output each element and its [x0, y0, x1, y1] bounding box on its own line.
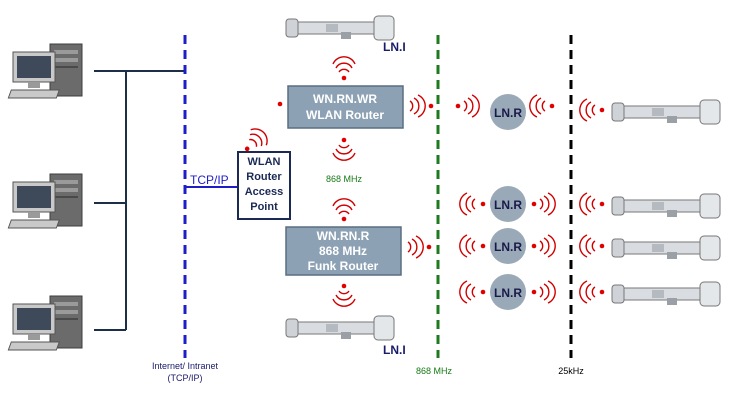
signal-dot [549, 103, 555, 109]
lnr-4-left-signal-icon [459, 280, 476, 304]
lni-top-signal-icon [332, 56, 356, 73]
ap-signal-icon [244, 123, 273, 152]
lnr-4-label: LN.R [494, 286, 522, 300]
lnr-3-right-signal-icon [539, 234, 556, 258]
lnr-2-label: LN.R [494, 198, 522, 212]
computer-2-icon [7, 173, 83, 229]
access-point-line-1: WLAN [248, 156, 281, 168]
signal-dot [426, 244, 432, 250]
funk-router-signal-icon [407, 235, 424, 259]
wlan-router-id: WN.RN.WR [313, 92, 377, 106]
lnr-4-node [490, 274, 526, 310]
lnr-2-node [490, 186, 526, 222]
lni-top-lock-icon [285, 15, 395, 41]
signal-dot [341, 75, 347, 81]
lock-3-signal-icon [579, 234, 596, 258]
funk-router-box [285, 226, 402, 276]
signal-dot [480, 289, 486, 295]
lock-4-icon [611, 281, 721, 307]
router-up-signal-icon [332, 198, 356, 215]
internet-caption-line-2: (TCP/IP) [168, 373, 203, 383]
lni-top-label: LN.I [383, 40, 406, 54]
freq-868-label: 868 MHz [326, 174, 363, 184]
lnr-1-node [490, 94, 526, 130]
wlan-router-name: WLAN Router [306, 108, 384, 122]
tcpip-label: TCP/IP [190, 173, 229, 187]
wlan-router-signal-icon [409, 94, 426, 118]
signal-dot [455, 103, 461, 109]
access-point-box [237, 151, 291, 220]
signal-dot [599, 107, 605, 113]
lni-bottom-label: LN.I [383, 343, 406, 357]
signal-dot [341, 283, 347, 289]
lock-2-icon [611, 193, 721, 219]
access-point-line-4: Point [250, 201, 278, 213]
lnr-3-label: LN.R [494, 240, 522, 254]
lni-bottom-lock-icon [285, 315, 395, 341]
signal-dot [428, 103, 434, 109]
lnr-1-right-signal-icon [529, 94, 546, 118]
ethernet-bus [94, 70, 185, 331]
lnr-3-node [490, 228, 526, 264]
signal-dot [480, 201, 486, 207]
signal-dot [341, 216, 347, 222]
signal-dot [599, 289, 605, 295]
signal-dot [531, 289, 537, 295]
lni-bottom-signal-icon [332, 290, 356, 307]
access-point-line-2: Router [246, 171, 282, 183]
caption-25khz: 25kHz [558, 366, 584, 376]
lnr-1-left-signal-icon [463, 94, 480, 118]
lock-4-signal-icon [579, 280, 596, 304]
internet-caption-line-1: Internet/ Intranet [152, 361, 219, 371]
lock-3-icon [611, 235, 721, 261]
lock-1-signal-icon [579, 98, 596, 122]
signal-dot [599, 201, 605, 207]
signal-dot [531, 243, 537, 249]
lnr-3-left-signal-icon [459, 234, 476, 258]
lock-1-icon [611, 99, 721, 125]
lnr-1-label: LN.R [494, 106, 522, 120]
lock-2-signal-icon [579, 192, 596, 216]
lnr-4-right-signal-icon [539, 280, 556, 304]
signal-dot [531, 201, 537, 207]
wlan-router-box [287, 85, 404, 129]
access-point-line-3: Access [245, 186, 284, 198]
signal-dot [599, 243, 605, 249]
lnr-2-left-signal-icon [459, 192, 476, 216]
funk-router-freq: 868 MHz [319, 244, 367, 258]
lnr-2-right-signal-icon [539, 192, 556, 216]
signal-dot [480, 243, 486, 249]
funk-router-name: Funk Router [308, 259, 379, 273]
computer-1-icon [7, 43, 83, 99]
signal-dot [341, 137, 347, 143]
signal-dot [277, 101, 283, 107]
router-down-signal-icon [332, 144, 356, 161]
funk-router-id: WN.RN.R [317, 229, 370, 243]
caption-868: 868 MHz [416, 366, 453, 376]
computer-3-icon [7, 295, 83, 351]
